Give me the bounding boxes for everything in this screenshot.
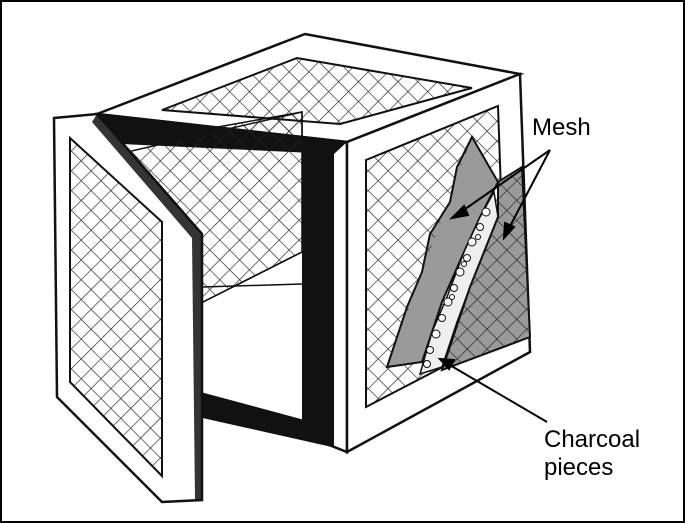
mesh-label: Mesh [532, 114, 591, 141]
door-mesh-panel [69, 135, 163, 479]
charcoal-pieces-label: Charcoal pieces [544, 426, 640, 482]
charcoal-label-line1: Charcoal [544, 426, 641, 453]
charcoal-label-line2: pieces [544, 454, 614, 481]
